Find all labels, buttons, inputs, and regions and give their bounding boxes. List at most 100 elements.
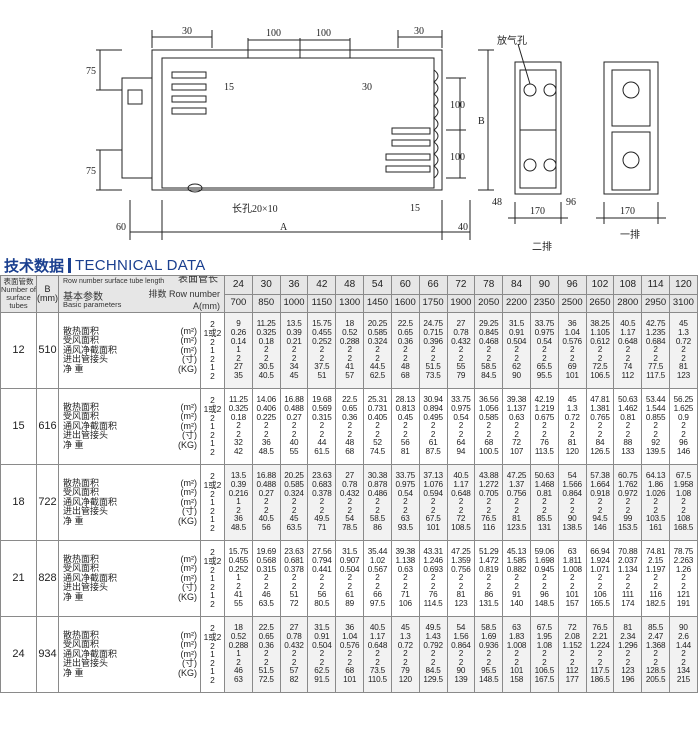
param-name: 净 重 — [63, 363, 84, 374]
value: 2 — [486, 421, 492, 431]
value: 0.324 — [284, 488, 304, 498]
value: 0.54 — [536, 336, 552, 346]
value: 81 — [512, 514, 521, 524]
value: 1.468 — [534, 480, 555, 490]
value: 68 — [400, 370, 410, 380]
value: 101 — [343, 674, 357, 684]
value: 2 — [653, 429, 658, 439]
dim-b: B — [478, 116, 485, 127]
value: 45 — [400, 623, 410, 633]
value: 47.25 — [506, 471, 527, 481]
value: 67.5 — [675, 471, 691, 481]
value: 2 — [653, 505, 658, 515]
value: 0.18 — [258, 336, 274, 346]
value: 15.75 — [228, 547, 249, 557]
row-number: 1或2 — [203, 328, 222, 339]
param-label: 净 重(KG) — [63, 592, 200, 603]
value: 2 — [569, 353, 575, 363]
value: 2 — [291, 421, 297, 431]
value: 37.5 — [314, 362, 330, 372]
header-length-label: 表面管长 — [178, 275, 218, 285]
value: 27 — [345, 471, 355, 481]
value: 94 — [456, 446, 466, 456]
value: 2 — [403, 573, 408, 583]
param-unit: (KG) — [178, 363, 197, 374]
param-labels-cell: 散热面积(m²)受风面积(m²)通风净截面积(m²)进出管接头(寸)净 重(KG… — [58, 388, 201, 465]
value: 43.31 — [423, 547, 443, 557]
value: 2 — [486, 505, 492, 515]
row-number: 2 — [210, 471, 215, 482]
value: 106.5 — [534, 666, 555, 676]
param-unit: (m²) — [180, 563, 198, 574]
dim-60: 60 — [116, 222, 126, 233]
param-label: 进出管接头(寸) — [63, 507, 200, 517]
value: 1.86 — [648, 480, 664, 490]
value: 1.219 — [534, 404, 555, 414]
value: 2 — [430, 581, 436, 591]
value: 0.65 — [258, 632, 274, 642]
value: 51 — [317, 370, 327, 380]
value: 0.54 — [453, 412, 469, 422]
value: 2 — [542, 353, 547, 363]
value: 36 — [261, 438, 271, 448]
value: 97.5 — [369, 598, 386, 608]
value: 139 — [454, 674, 468, 684]
value: 56.25 — [673, 395, 694, 405]
value: 36 — [234, 514, 243, 524]
row-number: 1 — [210, 514, 215, 525]
param-unit: (m²) — [180, 639, 198, 650]
value: 62.5 — [369, 370, 386, 380]
dim-100-right-2: 100 — [450, 152, 465, 163]
value: 2 — [542, 657, 547, 667]
value: 2 — [486, 573, 492, 583]
header-a-cell: 1750 — [418, 294, 448, 313]
value: 0.585 — [367, 328, 388, 338]
value: 2 — [569, 429, 575, 439]
value: 0.504 — [312, 640, 332, 650]
row-number: 2 — [210, 336, 215, 347]
value: 2 — [403, 581, 408, 591]
value: 2 — [347, 581, 352, 591]
fin-block-right — [385, 127, 431, 173]
value: 84 — [595, 438, 605, 448]
param-unit: (m²) — [180, 496, 198, 507]
value: 81 — [400, 446, 410, 456]
row-number: 2 — [210, 581, 215, 592]
value: 1 — [236, 649, 241, 659]
value: 2 — [625, 429, 631, 439]
value: 0.81 — [620, 412, 636, 422]
header-length-sub: Row number surface tube length — [63, 278, 165, 285]
value: 0.648 — [451, 488, 471, 498]
value: 2 — [319, 581, 325, 591]
value: 42.19 — [534, 395, 555, 405]
value: 72.5 — [258, 674, 274, 684]
value: 36 — [345, 623, 355, 633]
value: 0.455 — [228, 556, 249, 566]
param-name: 受风面积 — [63, 563, 100, 574]
value: 33.75 — [534, 319, 555, 329]
value: 18 — [345, 319, 355, 329]
dim-100-right-1: 100 — [450, 100, 465, 111]
value: 2 — [653, 581, 658, 591]
section-title: 技术数据 TECHNICAL DATA — [4, 256, 206, 275]
value: 2 — [319, 505, 325, 515]
dim-a: A — [280, 222, 288, 233]
value: 40 — [289, 438, 299, 448]
value: 2 — [653, 497, 658, 507]
header-a-cell: 1900 — [446, 294, 476, 313]
value: 2 — [291, 657, 297, 667]
value: 110.5 — [368, 674, 387, 684]
value: 0.36 — [258, 640, 274, 650]
value: 35.44 — [367, 547, 388, 557]
